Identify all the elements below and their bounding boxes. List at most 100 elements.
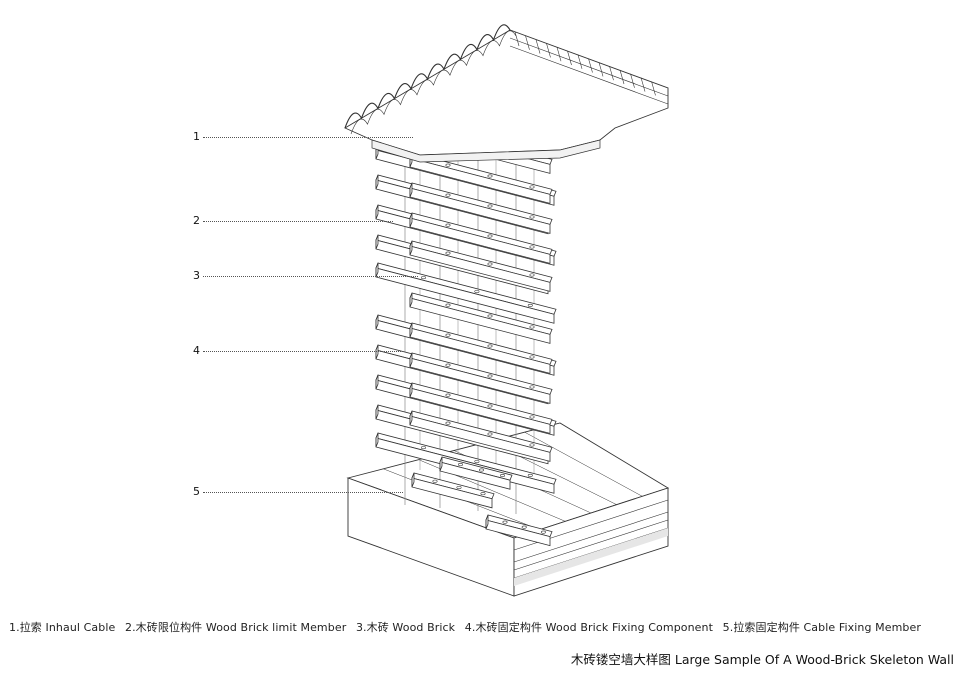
wood-brick-end [375, 404, 379, 420]
legend-item-1: 1.拉索 Inhaul Cable [9, 621, 116, 634]
wood-brick-end [485, 514, 489, 530]
rafter-line [651, 81, 656, 96]
fixing-peg [529, 215, 535, 219]
fixing-peg [529, 325, 535, 329]
fixing-peg [487, 204, 493, 208]
legend-item-5: 5.拉索固定构件 Cable Fixing Member [722, 621, 922, 634]
wood-brick-end [409, 182, 413, 198]
fixing-peg [480, 492, 486, 496]
fixing-peg [487, 262, 493, 266]
wood-brick-end [409, 212, 413, 228]
fixing-peg [529, 385, 535, 389]
roof-tile-ridge [350, 30, 517, 135]
leader-line-4 [203, 351, 403, 352]
wood-brick-end [375, 432, 379, 448]
wood-brick-end [439, 456, 443, 472]
fixing-peg [487, 404, 493, 408]
fixing-peg [487, 314, 493, 318]
wood-brick-end [375, 344, 379, 360]
fixing-peg [529, 245, 535, 249]
rafter-line [525, 35, 530, 50]
fixing-peg [529, 273, 535, 277]
rafter-line [577, 54, 583, 69]
wood-brick-end [409, 322, 413, 338]
rafter-line [556, 47, 562, 62]
wood-brick-end [409, 292, 413, 308]
fixing-peg [474, 459, 480, 463]
wood-brick-end [375, 234, 379, 250]
fixing-peg [445, 193, 451, 197]
roof-soffit [371, 139, 601, 163]
callout-3: 3 [193, 269, 200, 282]
fixing-peg [420, 446, 426, 450]
legend-item-2: 2.木砖限位构件 Wood Brick limit Member [124, 621, 347, 634]
diagram-caption: 木砖镂空墙大样图 Large Sample Of A Wood-Brick Sk… [570, 652, 954, 667]
fixing-peg [521, 525, 527, 529]
callout-1: 1 [193, 130, 200, 143]
base-layer-line [513, 519, 669, 571]
fixing-peg [445, 303, 451, 307]
wood-brick-end [409, 352, 413, 368]
fixing-peg [445, 393, 451, 397]
rafter-line [546, 43, 551, 58]
roof-edge-line [509, 37, 669, 97]
legend: 1.拉索 Inhaul Cable 2.木砖限位构件 Wood Brick li… [9, 619, 927, 635]
fixing-peg [529, 443, 535, 447]
floor-seam [524, 431, 643, 497]
rafter-line [588, 58, 593, 73]
fixing-peg [445, 251, 451, 255]
legend-item-3: 3.木砖 Wood Brick [355, 621, 456, 634]
fixing-peg [540, 530, 546, 534]
fixing-peg [432, 479, 438, 483]
fixing-peg [487, 374, 493, 378]
fixing-peg [529, 415, 535, 419]
roof-eave [344, 24, 669, 163]
fixing-peg [445, 223, 451, 227]
rafter-line [640, 77, 646, 92]
leader-line-3 [203, 276, 418, 277]
wood-brick-end [411, 472, 415, 488]
wood-brick-end [375, 174, 379, 190]
fixing-peg [456, 485, 462, 489]
callout-4: 4 [193, 344, 200, 357]
wood-brick-end [409, 240, 413, 256]
base-gravel-layer [514, 528, 668, 586]
leader-line-2 [203, 221, 393, 222]
leader-line-5 [203, 492, 403, 493]
fixing-peg [445, 363, 451, 367]
rafter-line [535, 39, 541, 54]
rafter-line [514, 31, 520, 47]
fixing-peg [487, 432, 493, 436]
callout-5: 5 [193, 485, 200, 498]
fixing-peg [502, 520, 508, 524]
callout-2: 2 [193, 214, 200, 227]
fixing-peg [487, 234, 493, 238]
fixing-peg [478, 468, 484, 472]
wood-brick-end [375, 262, 379, 278]
rafter-line [567, 50, 572, 66]
wood-brick-end [409, 382, 413, 398]
rafter-line [630, 73, 635, 88]
fixing-peg [445, 163, 451, 167]
fixing-peg [474, 289, 480, 293]
wood-brick-end [375, 374, 379, 390]
fixing-peg [527, 303, 533, 307]
roof-edge-line [509, 45, 669, 105]
fixing-peg [529, 355, 535, 359]
roof-tile-ridge [344, 24, 511, 129]
fixing-peg [420, 276, 426, 280]
rafter-line [619, 69, 625, 85]
rafter-line [598, 62, 604, 77]
wood-brick-end [375, 204, 379, 220]
wood-brick-end [409, 410, 413, 426]
fixing-peg [529, 185, 535, 189]
fixing-peg [487, 174, 493, 178]
leader-line-1 [203, 137, 413, 138]
base-layer-line [513, 511, 669, 563]
legend-item-4: 4.木砖固定构件 Wood Brick Fixing Component [464, 621, 714, 634]
rafter-line [609, 66, 614, 81]
fixing-peg [487, 344, 493, 348]
fixing-peg [527, 473, 533, 477]
